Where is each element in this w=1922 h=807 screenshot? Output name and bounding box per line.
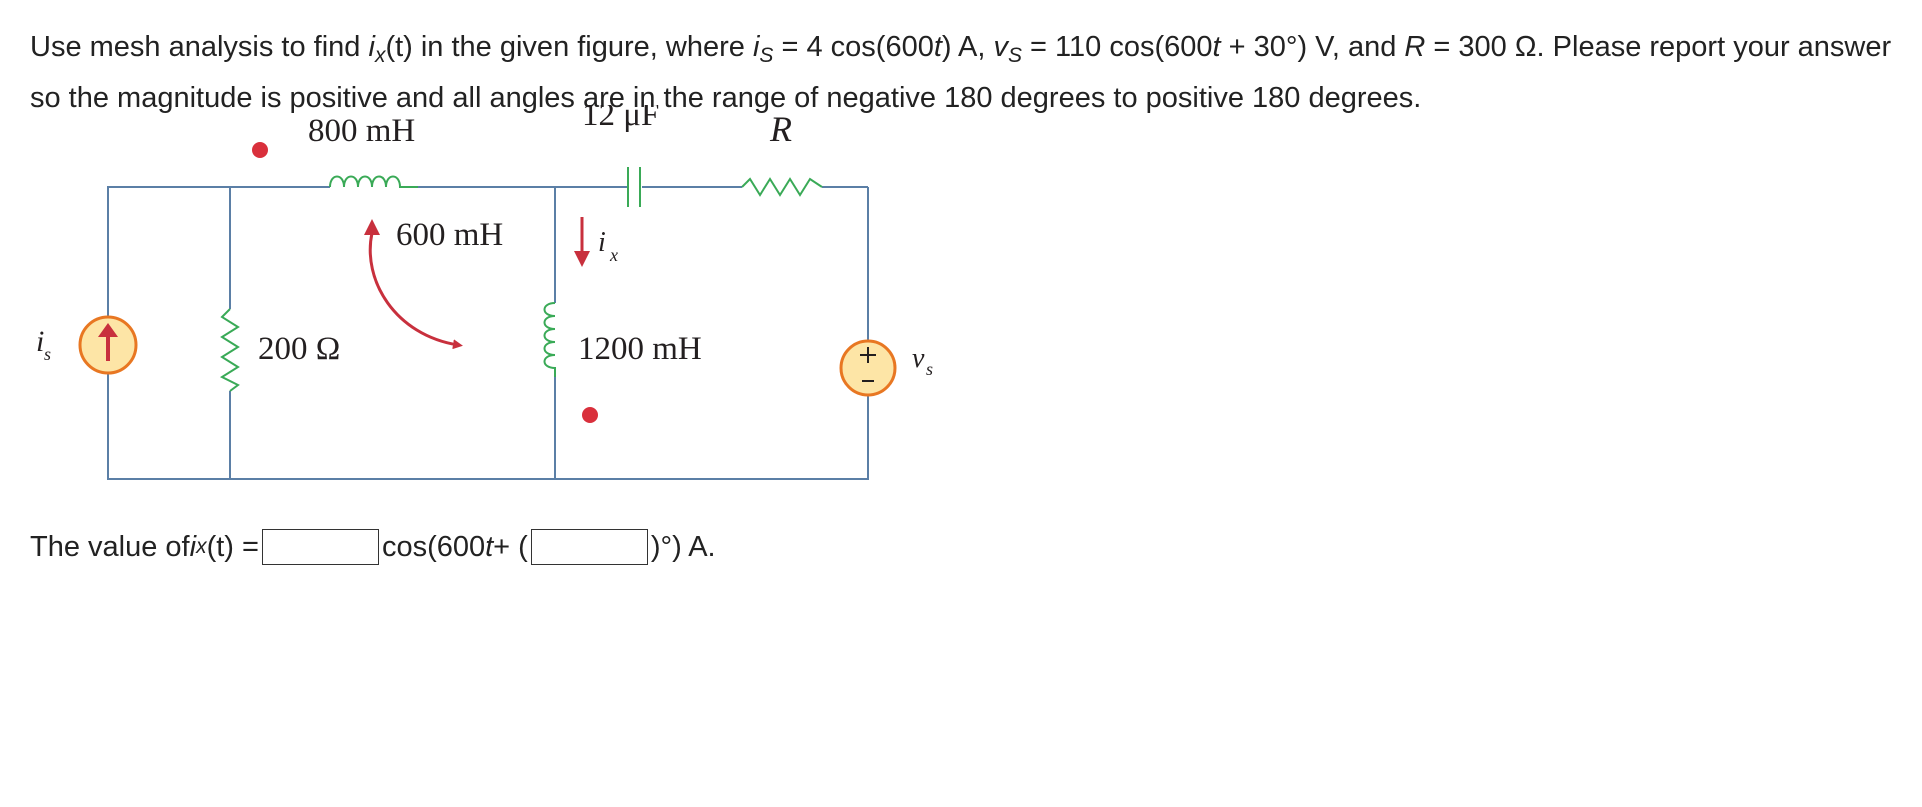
label-r: R [769,109,792,149]
voltage-source [839,339,897,397]
label-800mh: 800 mH [308,113,415,149]
current-source [78,315,138,375]
wire-left-outer [107,186,330,435]
inductor-800mh [329,175,418,188]
polarity-dot-1200mh [582,407,598,423]
mutual-coupling-arrow [368,232,463,350]
resistor-200 [219,308,240,392]
svg-text:i: i [36,325,44,358]
ix-subscript: x [374,44,386,67]
mutual-arrowhead-start [364,219,380,235]
label-200-ohm: 200 Ω [258,331,340,367]
inductor-1200mh [543,302,556,377]
ix-variable: i [368,31,375,63]
svg-text:s: s [926,359,933,379]
circuit-diagram: i s v s i x 800 mH 12 μF R 600 mH 200 Ω … [36,105,933,480]
problem-text: = 4 cos(600 [773,31,934,63]
problem-statement: Use mesh analysis to find ix(t) in the g… [30,26,1910,120]
is-label: i s [36,325,51,364]
is-variable: i [752,31,760,63]
ix-label: i x [598,227,618,265]
polarity-dot-800mh [252,142,268,158]
problem-text: ) A, [941,31,994,63]
r-variable: R [1404,31,1426,63]
problem-text: Use mesh analysis to find [30,31,369,63]
ix-arrow [574,217,590,267]
answer-prefix-2: (t) = [206,531,259,563]
label-1200mh: 1200 mH [578,331,702,367]
problem-text: = 110 cos(600 [1021,31,1213,63]
magnitude-input[interactable] [261,529,379,565]
t-variable: t [485,531,494,563]
label-600mh: 600 mH [396,217,503,253]
resistor-r [741,177,823,197]
problem-text: + 30°) V, and [1220,31,1405,63]
problem-text: = 300 Ω. Please report your answer so th… [30,31,1892,114]
angle-input[interactable] [530,529,648,565]
ix-subscript: x [196,535,207,558]
svg-text:v: v [912,343,925,374]
t-variable: t [933,31,942,63]
answer-suffix: )°) A. [650,531,716,563]
is-subscript: S [759,44,774,67]
wire-right-bottom [107,367,869,480]
t-variable: t [1212,31,1221,63]
svg-text:s: s [44,344,51,364]
answer-middle: cos(600 [381,531,486,563]
svg-text:i: i [598,227,606,258]
vs-variable: v [993,31,1008,63]
label-12uf: 12 μF [582,105,659,133]
vs-label: v s [912,343,933,379]
answer-middle-2: + ( [493,531,528,563]
vs-subscript: S [1007,44,1022,67]
capacitor-12uf [627,167,641,207]
svg-text:x: x [609,245,618,265]
problem-text: (t) in the given figure, where [385,31,753,63]
ix-variable: i [189,531,197,563]
answer-prefix: The value of [30,531,190,563]
